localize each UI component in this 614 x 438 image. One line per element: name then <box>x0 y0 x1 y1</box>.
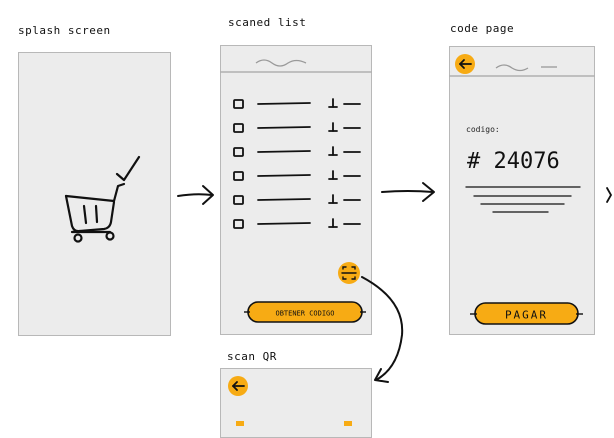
code-header-bar <box>449 64 595 77</box>
arrow-list-to-code <box>381 182 435 202</box>
list-item <box>233 194 361 205</box>
code-description-lines <box>465 186 581 213</box>
list-header-bar <box>220 59 372 73</box>
checkmark-icon <box>115 155 141 182</box>
arrow-scan-to-qr <box>361 276 404 383</box>
obtain-code-button[interactable]: OBTENER CODIGO <box>244 301 366 323</box>
obtain-code-button-label: OBTENER CODIGO <box>275 310 334 318</box>
code-value: # 24076 <box>467 149 560 174</box>
list-item <box>233 146 361 157</box>
scan-qr-label: scan QR <box>227 350 277 363</box>
list-item <box>233 218 361 229</box>
scan-button[interactable] <box>338 262 360 284</box>
list-item <box>233 122 361 133</box>
scanqr-frame-top <box>236 421 352 426</box>
code-page-frame <box>449 46 595 335</box>
code-page-label: code page <box>450 22 515 35</box>
scanqr-back-button[interactable] <box>228 376 248 396</box>
pay-button-label: PAGAR <box>505 309 548 322</box>
shopping-cart-icon <box>64 182 126 243</box>
scanned-list-label: scaned list <box>228 16 307 29</box>
wireframe-flow-diagram: splash screen scaned list code page scan… <box>18 16 613 438</box>
scan-icon <box>341 266 357 280</box>
code-back-button[interactable] <box>455 54 475 74</box>
pay-button[interactable]: PAGAR <box>470 302 583 325</box>
arrow-offscreen-partial <box>606 187 613 203</box>
list-item <box>233 170 361 181</box>
splash-screen-label: splash screen <box>18 24 111 37</box>
arrow-splash-to-list <box>177 185 214 205</box>
code-label: codigo: <box>466 125 500 134</box>
scanned-list-frame <box>220 45 372 335</box>
arrow-left-icon <box>459 59 472 69</box>
list-item <box>233 98 361 109</box>
arrow-left-icon <box>232 381 245 391</box>
splash-screen-frame <box>18 52 171 336</box>
scanned-list-items <box>233 98 361 229</box>
sketch-overlay: OBTENER CODIGO codigo: # 24076 <box>64 54 613 426</box>
